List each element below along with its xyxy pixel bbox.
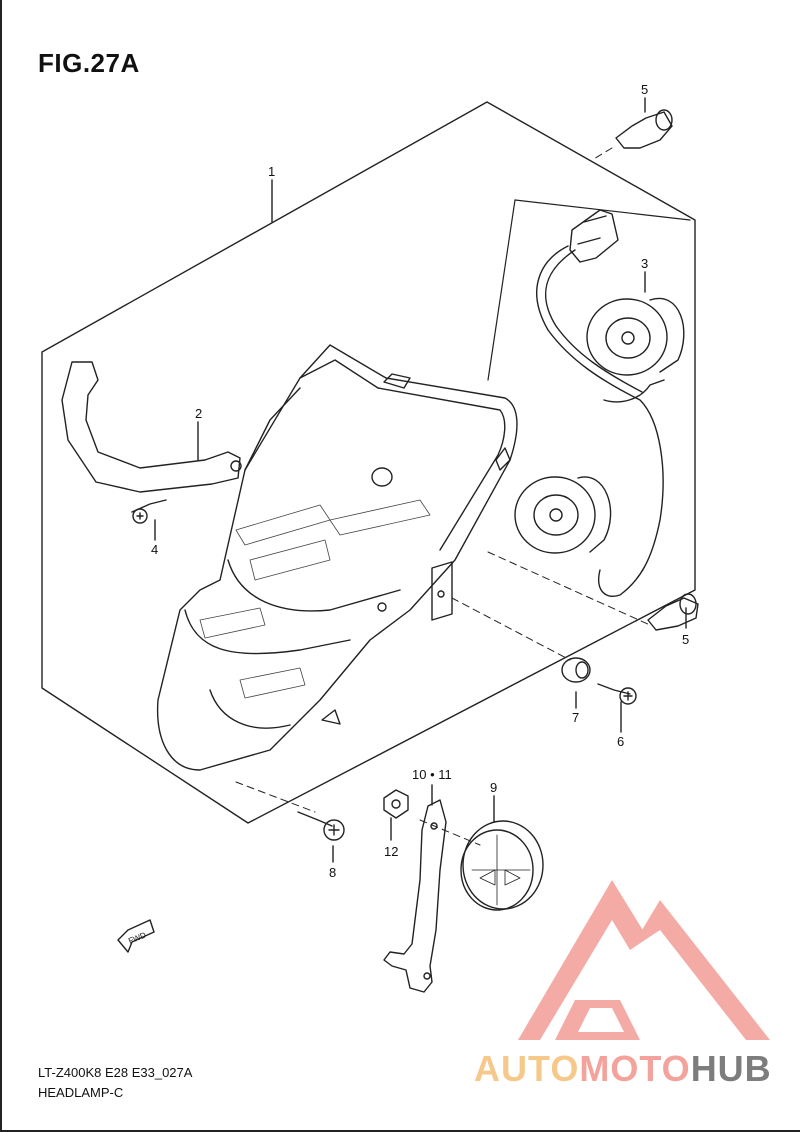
bulb-socket-lower bbox=[514, 476, 612, 554]
bulb-socket-upper bbox=[586, 297, 685, 376]
callout-2: 2 bbox=[195, 406, 202, 421]
grommet-7 bbox=[561, 657, 591, 683]
callout-5-bottom: 5 bbox=[682, 632, 689, 647]
callout-8: 8 bbox=[329, 865, 336, 880]
left-border bbox=[0, 0, 2, 1132]
leader-7 bbox=[451, 597, 571, 661]
callout-3: 3 bbox=[641, 256, 648, 271]
leader-5-bottom bbox=[487, 551, 651, 626]
bottom-border bbox=[0, 1130, 800, 1132]
screw-4 bbox=[131, 499, 167, 524]
assembly-outline bbox=[41, 101, 696, 824]
footer-section-name: HEADLAMP-C bbox=[38, 1085, 124, 1100]
leader-9 bbox=[419, 819, 481, 846]
leader-8 bbox=[235, 781, 316, 813]
harness-outline bbox=[514, 199, 691, 221]
callout-1: 1 bbox=[268, 164, 275, 179]
callout-10-11: 10 • 11 bbox=[412, 767, 452, 782]
figure-title: FIG.27A bbox=[38, 48, 140, 78]
brand-part-hub: HUB bbox=[690, 1048, 772, 1089]
headlamp-housing bbox=[156, 344, 518, 771]
bolt-8 bbox=[297, 811, 345, 841]
leader-5-top bbox=[591, 147, 613, 161]
wiring-harness bbox=[536, 209, 665, 597]
fwd-label: FWD bbox=[127, 930, 147, 945]
callout-4: 4 bbox=[151, 542, 158, 557]
bulb-5-top bbox=[615, 109, 673, 149]
brand-part-auto: AUTO bbox=[474, 1048, 580, 1089]
callout-7: 7 bbox=[572, 710, 579, 725]
screw-6 bbox=[597, 683, 637, 705]
headlamp-bracket bbox=[61, 361, 242, 493]
callout-9: 9 bbox=[490, 780, 497, 795]
nut-12 bbox=[383, 789, 409, 819]
footer-model-code: LT-Z400K8 E28 E33_027A bbox=[38, 1065, 193, 1080]
stay-bracket bbox=[383, 799, 447, 993]
automotohub-logo-icon bbox=[518, 880, 770, 1040]
callout-12: 12 bbox=[384, 844, 398, 859]
bulb-5-bottom bbox=[647, 593, 699, 631]
reflector-9 bbox=[460, 820, 544, 911]
lens-hatching bbox=[199, 499, 431, 699]
fwd-arrow-icon bbox=[117, 919, 155, 953]
callout-6: 6 bbox=[617, 734, 624, 749]
brand-part-moto: MOTO bbox=[579, 1048, 691, 1089]
callout-5-top: 5 bbox=[641, 82, 648, 97]
watermark-brand: AUTOMOTOHUB bbox=[474, 1048, 772, 1090]
